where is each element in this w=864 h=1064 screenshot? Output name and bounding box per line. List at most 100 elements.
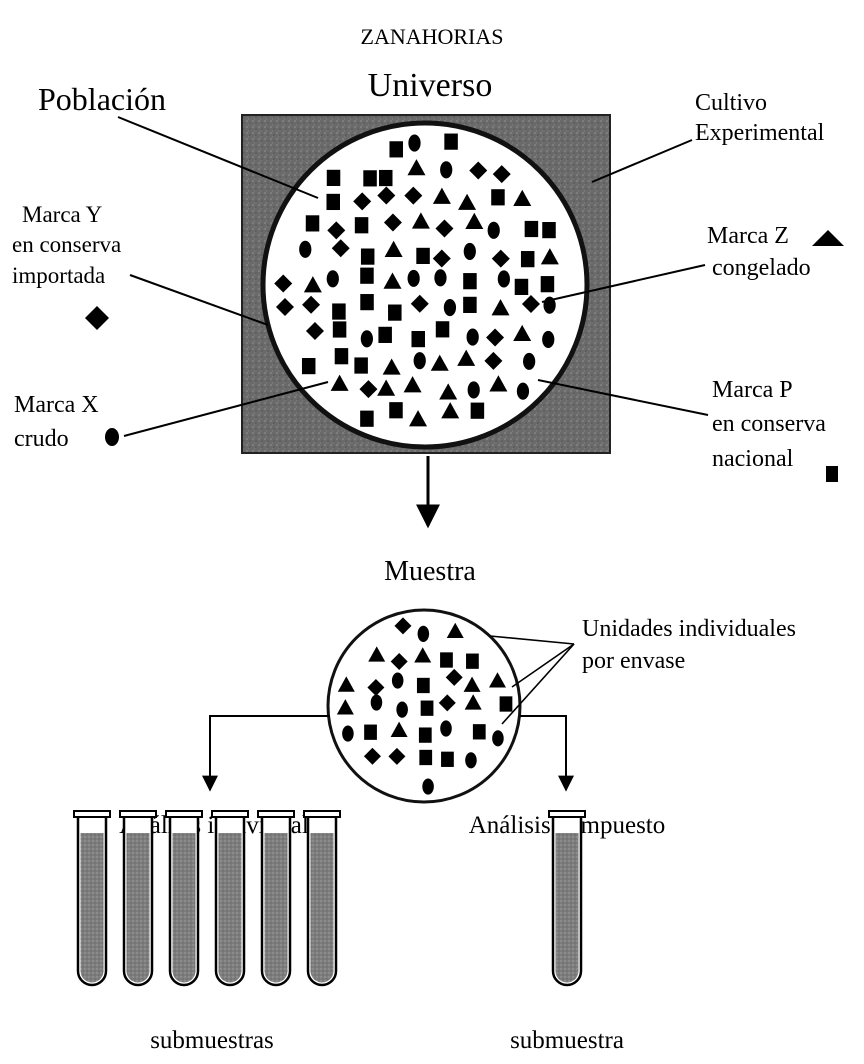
tube-liquid xyxy=(556,833,579,983)
square-icon xyxy=(542,222,556,238)
brand-y-line-2: en conserva xyxy=(12,232,121,257)
square-icon xyxy=(326,194,340,210)
tube-rim xyxy=(549,811,585,817)
triangle-legend-icon xyxy=(812,230,844,246)
experimental-line-2: Experimental xyxy=(695,120,825,146)
oval-icon xyxy=(408,270,420,287)
tube-rim xyxy=(74,811,110,817)
square-icon xyxy=(335,348,349,364)
test-tube xyxy=(166,811,202,985)
square-icon xyxy=(521,251,535,267)
square-icon xyxy=(360,268,374,284)
brand-x-line-1: Marca X xyxy=(14,392,99,418)
square-icon xyxy=(360,411,374,427)
brand-z-line-1: Marca Z xyxy=(707,223,789,249)
square-icon xyxy=(306,215,320,231)
square-icon xyxy=(354,357,368,373)
square-icon xyxy=(444,134,458,150)
square-icon xyxy=(379,170,393,186)
tube-liquid xyxy=(173,833,196,983)
square-icon xyxy=(525,221,539,237)
tube-rim xyxy=(166,811,202,817)
square-icon xyxy=(332,303,346,319)
oval-icon xyxy=(498,270,510,287)
subsample-label: submuestra xyxy=(510,1027,624,1054)
square-icon xyxy=(360,294,374,310)
square-icon xyxy=(361,249,375,265)
square-icon xyxy=(417,678,430,693)
test-tube xyxy=(549,811,585,985)
oval-icon xyxy=(464,243,476,260)
square-icon xyxy=(466,654,479,669)
individual-branch-arrow xyxy=(210,716,330,790)
square-icon xyxy=(440,652,453,667)
oval-icon xyxy=(444,299,456,316)
brand-z-line-2: congelado xyxy=(712,255,811,281)
units-pointer-1 xyxy=(490,636,574,644)
square-icon xyxy=(515,279,529,295)
square-icon xyxy=(389,402,403,418)
oval-icon xyxy=(488,222,500,239)
oval-icon xyxy=(434,269,446,286)
oval-legend-icon xyxy=(105,428,119,446)
square-icon xyxy=(463,273,477,289)
square-icon xyxy=(436,321,450,337)
experimental-line-1: Cultivo xyxy=(695,90,767,116)
units-line-1: Unidades individuales xyxy=(582,616,796,642)
square-icon xyxy=(541,276,555,292)
square-icon xyxy=(421,701,434,716)
composite-branch-arrow xyxy=(520,716,566,790)
oval-icon xyxy=(542,331,554,348)
oval-icon xyxy=(523,353,535,370)
oval-icon xyxy=(371,694,383,710)
square-icon xyxy=(463,297,477,313)
square-icon xyxy=(364,725,377,740)
units-pointer-2 xyxy=(512,644,574,687)
brand-p-line-1: Marca P xyxy=(712,377,793,403)
oval-icon xyxy=(408,135,420,152)
oval-icon xyxy=(465,752,477,768)
tube-liquid xyxy=(127,833,150,983)
brand-y-line-1: Marca Y xyxy=(22,202,103,227)
oval-icon xyxy=(492,730,504,746)
brand-y-line-3: importada xyxy=(12,263,105,288)
square-icon xyxy=(500,696,513,711)
tube-rim xyxy=(304,811,340,817)
brand-x-line-2: crudo xyxy=(14,426,69,452)
square-icon xyxy=(378,327,392,343)
tube-rim xyxy=(212,811,248,817)
test-tube xyxy=(304,811,340,985)
square-icon xyxy=(419,727,432,742)
tube-liquid xyxy=(81,833,104,983)
oval-icon xyxy=(396,702,408,718)
oval-icon xyxy=(468,381,480,398)
square-icon xyxy=(302,358,316,374)
square-icon xyxy=(416,248,430,264)
square-icon xyxy=(441,752,454,767)
square-icon xyxy=(363,170,377,186)
brand-p-line-3: nacional xyxy=(712,446,794,472)
oval-icon xyxy=(414,352,426,369)
square-icon xyxy=(471,403,485,419)
oval-icon xyxy=(299,241,311,258)
population-label: Población xyxy=(38,81,166,117)
test-tube xyxy=(74,811,110,985)
units-line-2: por envase xyxy=(582,648,685,674)
square-icon xyxy=(327,170,341,186)
diagram-title: ZANAHORIAS xyxy=(361,24,504,49)
oval-icon xyxy=(517,383,529,400)
universe-label: Universo xyxy=(368,67,493,104)
subsamples-label: submuestras xyxy=(150,1027,274,1054)
brand-p-line-2: en conserva xyxy=(712,411,826,437)
test-tube xyxy=(120,811,156,985)
oval-icon xyxy=(440,161,452,178)
test-tube xyxy=(258,811,294,985)
square-icon xyxy=(473,724,486,739)
square-legend-icon xyxy=(826,466,838,482)
square-icon xyxy=(355,217,369,233)
diamond-legend-icon xyxy=(85,306,109,330)
tube-rim xyxy=(120,811,156,817)
oval-icon xyxy=(467,329,479,346)
oval-icon xyxy=(422,778,434,794)
